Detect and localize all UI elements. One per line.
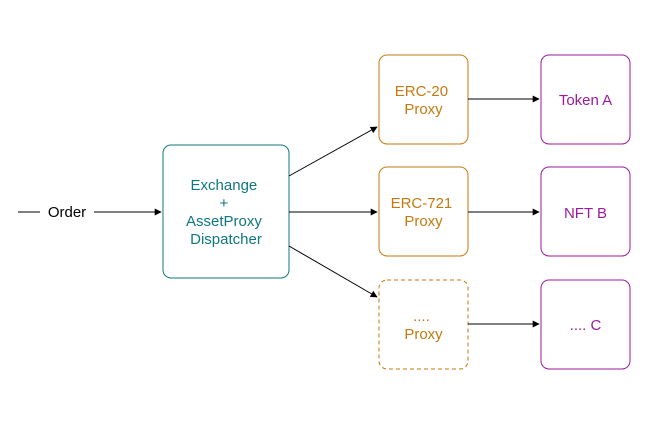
dispatcher-line: + (220, 195, 229, 212)
other-proxy-node: .... Proxy (378, 279, 469, 370)
dispatcher-to-erc20-arrow (288, 126, 378, 177)
dispatcher-label: Exchange + AssetProxy Dispatcher (186, 177, 266, 248)
token-c-node: .... C (540, 279, 631, 370)
erc721-proxy-node: ERC-721 Proxy (378, 166, 469, 257)
dispatcher-line: AssetProxy (186, 213, 262, 230)
proxy-line: Proxy (404, 213, 443, 230)
token-a-node: Token A (540, 54, 631, 145)
nft-b-box (540, 166, 631, 257)
erc20-proxy-label: ERC-20 Proxy (395, 83, 453, 118)
token-a-box (540, 54, 631, 145)
order-label: Order (48, 204, 86, 221)
other-proxy-label: .... Proxy (404, 308, 443, 343)
dispatcher-line: Exchange (191, 177, 258, 194)
erc20-proxy-node: ERC-20 Proxy (378, 54, 469, 145)
proxy-line: Proxy (404, 326, 443, 343)
nft-b-label: NFT B (564, 205, 607, 222)
proxy-line: .... (413, 308, 430, 325)
dispatcher-to-other-proxy-arrow (288, 245, 378, 298)
token-a-label: Token A (559, 92, 612, 109)
dispatcher-node: Exchange + AssetProxy Dispatcher (162, 144, 290, 279)
erc721-proxy-label: ERC-721 Proxy (391, 195, 457, 230)
dispatcher-line: Dispatcher (190, 231, 262, 248)
nft-b-node: NFT B (540, 166, 631, 257)
proxy-line: ERC-721 (391, 195, 453, 212)
proxy-line: ERC-20 (395, 83, 448, 100)
proxy-line: Proxy (404, 101, 443, 118)
token-c-box (540, 279, 631, 370)
token-c-label: .... C (570, 317, 602, 334)
